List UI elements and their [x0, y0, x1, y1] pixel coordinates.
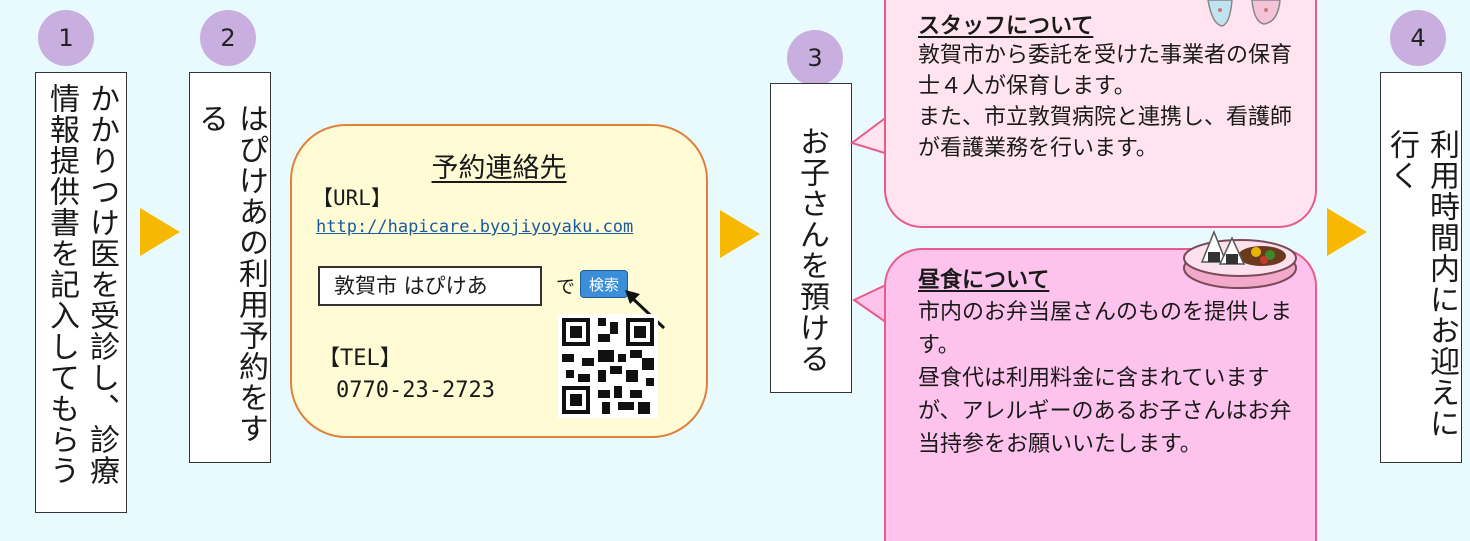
flow-arrow-2	[720, 210, 760, 258]
flow-arrow-3	[1327, 208, 1367, 256]
qr-code-icon	[558, 314, 658, 418]
step-2-text: はぴけあの利用予約をする	[193, 103, 268, 444]
search-term-box: 敦賀市 はぴけあ	[318, 266, 542, 306]
step-1-box: かかりつけ医を受診し、診療情報提供書を記入してもらう	[35, 72, 127, 513]
lunch-body: 市内のお弁当屋さんのものを提供します。 昼食代は利用料金に含まれていますが、アレ…	[918, 300, 1293, 457]
staff-info-bubble: スタッフについて 敦賀市から委託を受けた事業者の保育士４人が保育します。 また、…	[884, 0, 1317, 228]
bento-box-icon	[1183, 229, 1297, 289]
step-1-number: 1	[38, 10, 94, 66]
pointer-arrow-icon	[625, 290, 666, 330]
url-label: 【URL】	[312, 186, 392, 210]
step-2-box: はぴけあの利用予約をする	[189, 72, 271, 463]
staff-illustration-icon	[1207, 0, 1281, 27]
staff-body: 敦賀市から委託を受けた事業者の保育士４人が保育します。 また、市立敦賀病院と連携…	[918, 43, 1293, 161]
step-3-number: 3	[787, 30, 843, 86]
step-2-number: 2	[200, 10, 256, 66]
step-4-box: 利用時間内にお迎えに行く	[1380, 72, 1462, 463]
lunch-title: 昼食について	[918, 268, 1050, 293]
flow-arrow-1	[140, 208, 180, 256]
step-4-text: 利用時間内にお迎えに行く	[1384, 129, 1459, 439]
staff-title: スタッフについて	[918, 14, 1094, 39]
step-4-number: 4	[1390, 10, 1446, 66]
tel-number: 0770-23-2723	[336, 378, 495, 403]
tel-label: 【TEL】	[318, 346, 402, 371]
booking-url-link[interactable]: http://hapicare.byojiyoyaku.com	[316, 217, 634, 237]
contact-title: 予約連絡先	[431, 153, 567, 184]
contact-panel: 予約連絡先 【URL】 http://hapicare.byojiyoyaku.…	[290, 124, 708, 438]
step-3-text: お子さんを預ける	[794, 126, 829, 374]
step-1-text: かかりつけ医を受診し、診療情報提供書を記入してもらう	[44, 83, 119, 486]
search-suffix: で	[556, 276, 576, 298]
lunch-info-bubble: 昼食について 市内のお弁当屋さんのものを提供します。 昼食代は利用料金に含まれて…	[884, 248, 1317, 541]
search-button[interactable]: 検索	[580, 270, 628, 298]
step-3-box: お子さんを預ける	[770, 83, 852, 393]
